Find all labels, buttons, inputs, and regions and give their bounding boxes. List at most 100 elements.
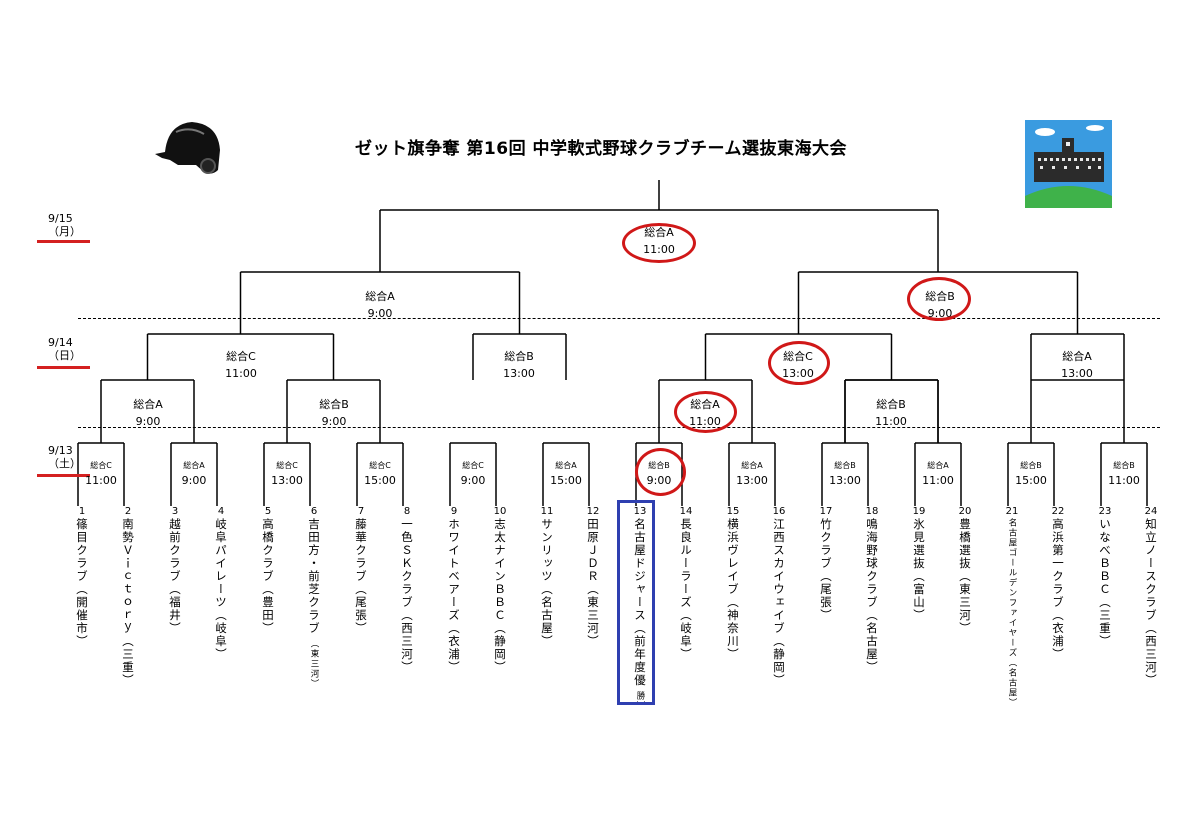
team-name: 藤華クラブ（尾張）	[354, 518, 368, 635]
page-title: ゼット旗争奪 第16回 中学軟式野球クラブチーム選抜東海大会	[355, 139, 847, 159]
team-name: 岐阜パイレーツ（岐阜）	[214, 518, 228, 661]
team-name: 名古屋ゴールデンファイヤーズ（名古屋）	[1007, 518, 1017, 708]
day-separator	[78, 427, 1160, 428]
date-underline	[37, 240, 90, 243]
team-number: 5	[264, 506, 272, 517]
team-number: 21	[1005, 506, 1019, 517]
team-number: 22	[1051, 506, 1065, 517]
team-number: 4	[217, 506, 225, 517]
team-name: 長良ルーラーズ（岐阜）	[679, 518, 693, 661]
team-name: サンリッツ（名古屋）	[540, 518, 554, 648]
team-name: 横浜ヴレイブ（神奈川）	[726, 518, 740, 661]
stadium-icon	[1025, 120, 1112, 208]
team-number: 13	[633, 506, 647, 517]
team-number: 9	[450, 506, 458, 517]
highlight-circle	[674, 391, 737, 433]
highlight-circle	[907, 277, 971, 321]
team-number: 10	[493, 506, 507, 517]
team-number: 19	[912, 506, 926, 517]
date-underline	[37, 474, 90, 477]
team-number: 2	[124, 506, 132, 517]
team-number: 12	[586, 506, 600, 517]
team-name: 豊橋選抜（東三河）	[958, 518, 972, 635]
team-region: （東三河）	[309, 639, 319, 689]
team-name: 南勢Ｖｉｃｔｏｒｙ（三重）	[121, 518, 135, 687]
team-name: 志太ナインＢＢＣ（静岡）	[493, 518, 507, 674]
highlight-circle	[635, 448, 686, 496]
team-number: 3	[171, 506, 179, 517]
team-number: 24	[1144, 506, 1158, 517]
team-number: 23	[1098, 506, 1112, 517]
team-number: 15	[726, 506, 740, 517]
team-name: ホワイトベアーズ（衣浦）	[447, 518, 461, 674]
team-number: 17	[819, 506, 833, 517]
team-name: 高浜第一クラブ（衣浦）	[1051, 518, 1065, 661]
team-number: 20	[958, 506, 972, 517]
team-number: 11	[540, 506, 554, 517]
team-name: 田原ＪＤＲ（東三河）	[586, 518, 600, 648]
highlight-circle	[622, 223, 696, 263]
team-number: 7	[357, 506, 365, 517]
date-underline	[37, 366, 90, 369]
team-number: 18	[865, 506, 879, 517]
team-number: 1	[78, 506, 86, 517]
team-number: 6	[310, 506, 318, 517]
team-name: 篠目クラブ（開催市）	[75, 518, 89, 648]
team-name: 氷見選抜（富山）	[912, 518, 926, 622]
team-name: 吉田方・前芝クラブ	[307, 518, 321, 635]
team-name: 江西スカイウェイブ（静岡）	[772, 518, 786, 687]
date-day2: 9/14 （日）	[48, 336, 81, 362]
team-name: 一色ＳＫクラブ（西三河）	[400, 518, 414, 674]
team-name: 竹クラブ（尾張）	[819, 518, 833, 622]
team-name: 高橋クラブ（豊田）	[261, 518, 275, 635]
team-name: 越前クラブ（福井）	[168, 518, 182, 635]
team-number: 14	[679, 506, 693, 517]
team-name: 鳴海野球クラブ（名古屋）	[865, 518, 879, 674]
team-number: 8	[403, 506, 411, 517]
team-region: 勝）	[635, 691, 645, 711]
team-name: 名古屋ドジャース（前年度優	[633, 518, 647, 687]
team-name: いなべＢＢＣ（三重）	[1098, 518, 1112, 648]
